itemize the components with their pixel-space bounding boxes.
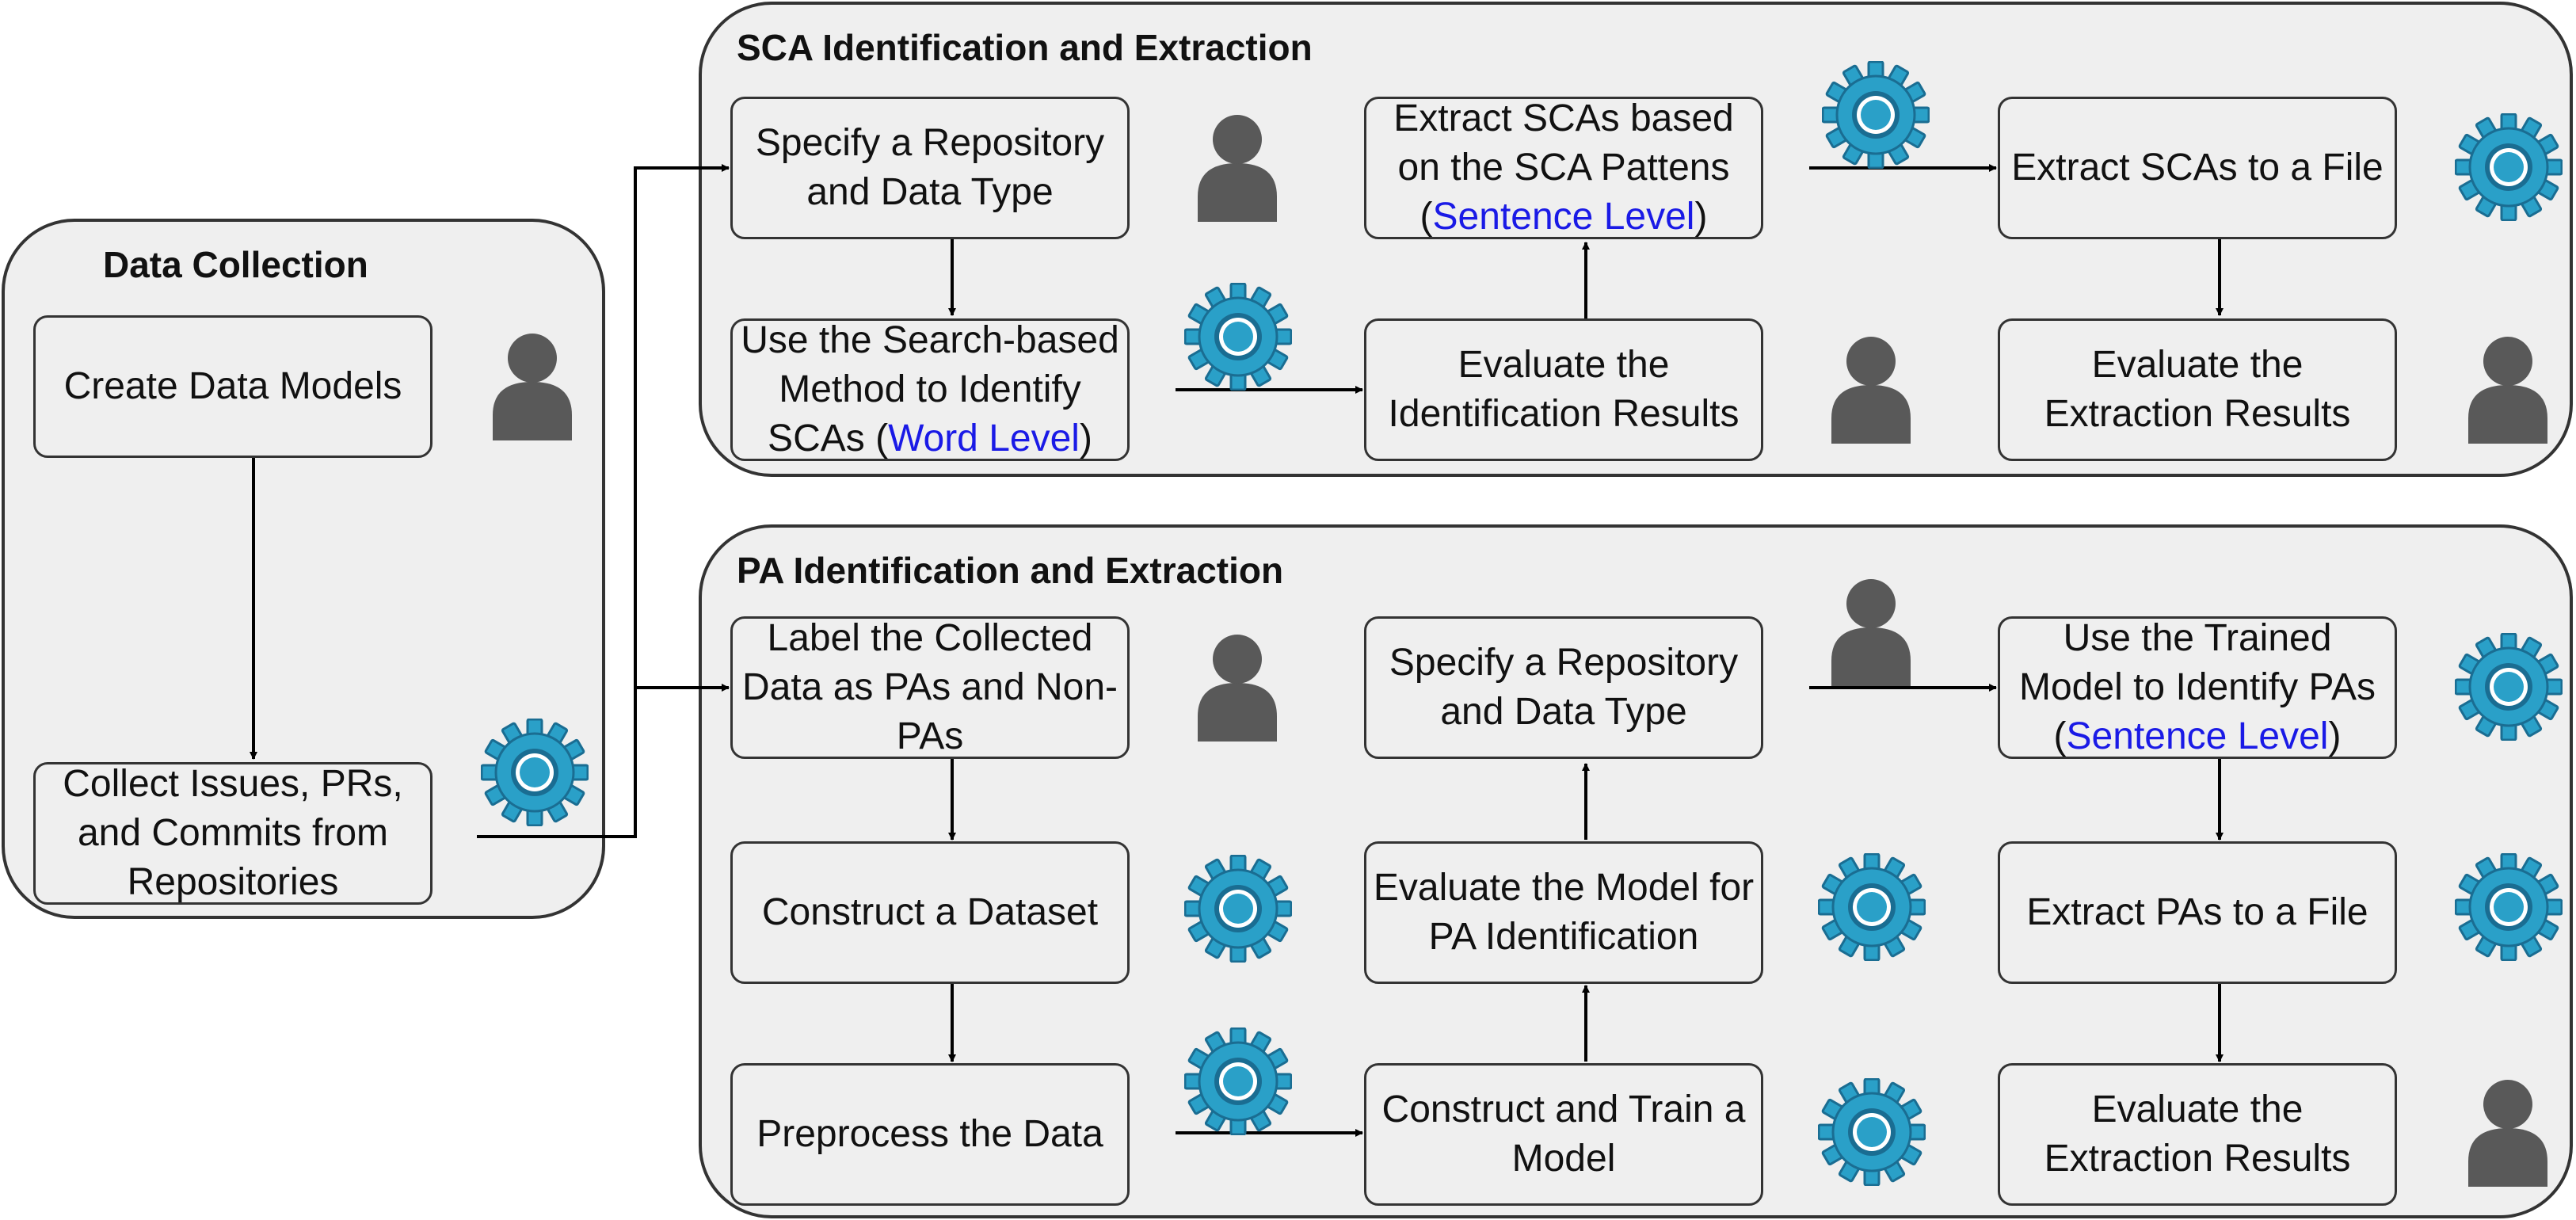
sca-group-title: SCA Identification and Extraction xyxy=(737,27,1313,68)
sentence-level-highlight: Sentence Level xyxy=(1432,196,1695,238)
step-label: Extract SCAs based on the SCA Pattens (S… xyxy=(1393,97,1734,238)
step-label: Extract SCAs to a File xyxy=(2011,147,2384,189)
pa-step-specify-repository: Specify a Repository and Data Type xyxy=(1364,616,1763,759)
step-label: Evaluate the Identification Results xyxy=(1388,344,1740,435)
step-label: Evaluate the Extraction Results xyxy=(2044,1088,2351,1180)
person-icon xyxy=(1831,579,1911,686)
step-label: Use the Trained Model to Identify PAs (S… xyxy=(2019,617,2376,757)
person-icon xyxy=(2468,1080,2547,1187)
step-label: Evaluate the Model for PA Identification xyxy=(1373,867,1755,958)
gear-icon xyxy=(1818,853,1926,961)
step-label: Use the Search-based Method to Identify … xyxy=(741,319,1119,459)
step-label: Create Data Models xyxy=(63,365,402,407)
step-label: Evaluate the Extraction Results xyxy=(2044,344,2351,435)
data-collection-title: Data Collection xyxy=(103,244,368,285)
gear-icon xyxy=(1184,1027,1292,1135)
step-label: Preprocess the Data xyxy=(756,1113,1103,1155)
pa-step-use-trained-model: Use the Trained Model to Identify PAs (S… xyxy=(1998,616,2397,759)
gear-icon xyxy=(1818,1078,1926,1186)
step-label: Specify a Repository and Data Type xyxy=(1389,642,1739,733)
arrow-collect-to-sca xyxy=(477,164,730,838)
sca-step-extract-to-file: Extract SCAs to a File xyxy=(1998,97,2397,239)
pa-step-evaluate-extraction: Evaluate the Extraction Results xyxy=(1998,1063,2397,1206)
gear-icon xyxy=(2455,853,2563,961)
gear-icon xyxy=(1184,283,1292,391)
person-icon xyxy=(493,334,572,440)
step-label: Construct and Train a Model xyxy=(1381,1088,1746,1180)
step-collect-issues: Collect Issues, PRs, and Commits from Re… xyxy=(33,762,433,905)
sentence-level-highlight: Sentence Level xyxy=(2066,715,2329,757)
pa-step-preprocess: Preprocess the Data xyxy=(730,1063,1130,1206)
pa-step-label-data: Label the Collected Data as PAs and Non-… xyxy=(730,616,1130,759)
sca-step-evaluate-identification: Evaluate the Identification Results xyxy=(1364,318,1763,461)
step-label: Extract PAs to a File xyxy=(2026,891,2368,933)
pa-step-extract-to-file: Extract PAs to a File xyxy=(1998,841,2397,984)
pa-step-evaluate-model: Evaluate the Model for PA Identification xyxy=(1364,841,1763,984)
pa-step-construct-dataset: Construct a Dataset xyxy=(730,841,1130,984)
person-icon xyxy=(1831,337,1911,444)
gear-icon xyxy=(481,719,589,826)
person-icon xyxy=(2468,337,2547,444)
pa-group-title: PA Identification and Extraction xyxy=(737,550,1284,591)
person-icon xyxy=(1198,115,1277,222)
pa-step-construct-train: Construct and Train a Model xyxy=(1364,1063,1763,1206)
sca-step-specify-repository: Specify a Repository and Data Type xyxy=(730,97,1130,239)
person-icon xyxy=(1198,635,1277,742)
step-label: Collect Issues, PRs, and Commits from Re… xyxy=(63,763,403,903)
gear-icon xyxy=(1822,61,1930,169)
sca-step-extract-patterns: Extract SCAs based on the SCA Pattens (S… xyxy=(1364,97,1763,239)
step-label: Label the Collected Data as PAs and Non-… xyxy=(741,617,1118,757)
gear-icon xyxy=(2455,113,2563,221)
gear-icon xyxy=(1184,855,1292,963)
sca-step-search-based: Use the Search-based Method to Identify … xyxy=(730,318,1130,461)
word-level-highlight: Word Level xyxy=(888,417,1080,459)
step-create-data-models: Create Data Models xyxy=(33,315,433,458)
step-label: Specify a Repository and Data Type xyxy=(755,122,1105,213)
sca-step-evaluate-extraction: Evaluate the Extraction Results xyxy=(1998,318,2397,461)
gear-icon xyxy=(2455,633,2563,741)
step-label: Construct a Dataset xyxy=(761,891,1099,933)
